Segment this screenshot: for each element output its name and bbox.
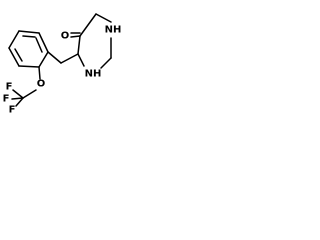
benzyl-bond	[60, 53, 79, 64]
benzene-ring	[8, 30, 49, 68]
benzylic-link	[47, 51, 79, 64]
piperazinone-ring	[77, 13, 112, 69]
benzyl-bond	[47, 51, 62, 64]
ring-bond	[79, 13, 97, 37]
aromatic-inner-bond	[14, 48, 23, 62]
carbonyl-bond	[70, 35, 81, 38]
fluorine-label: F	[6, 82, 13, 93]
aromatic-inner-bond	[22, 35, 36, 38]
aromatic-bond	[38, 32, 49, 53]
carbon-fluorine-bond	[15, 97, 24, 107]
aromatic-bond	[38, 51, 49, 68]
oxygen-carbon-bond	[22, 89, 37, 99]
chemical-structure: O NH NH O F F F	[3, 13, 122, 115]
amide-nitrogen-label: NH	[105, 25, 122, 36]
trifluoromethoxy-group	[11, 66, 41, 107]
ring-bond	[77, 35, 81, 55]
ether-oxygen-label: O	[37, 79, 46, 90]
fluorine-label: F	[3, 94, 10, 105]
aromatic-bond	[8, 30, 20, 49]
aromatic-inner-bond	[35, 37, 43, 53]
carbon-fluorine-bond	[12, 89, 24, 99]
aromatic-bond	[8, 47, 20, 67]
ring-bond	[77, 53, 85, 67]
carbon-fluorine-bond	[11, 97, 24, 100]
carbonyl-oxygen-label: O	[61, 31, 70, 42]
aryl-oxygen-bond	[38, 66, 41, 80]
ring-bond	[100, 57, 112, 69]
carbonyl-double-bond	[70, 32, 81, 38]
aromatic-bond	[18, 65, 40, 68]
fluorine-label: F	[9, 105, 16, 115]
ring-bond	[95, 13, 112, 23]
aromatic-bond	[18, 30, 40, 34]
amine-nitrogen-label: NH	[85, 69, 102, 80]
